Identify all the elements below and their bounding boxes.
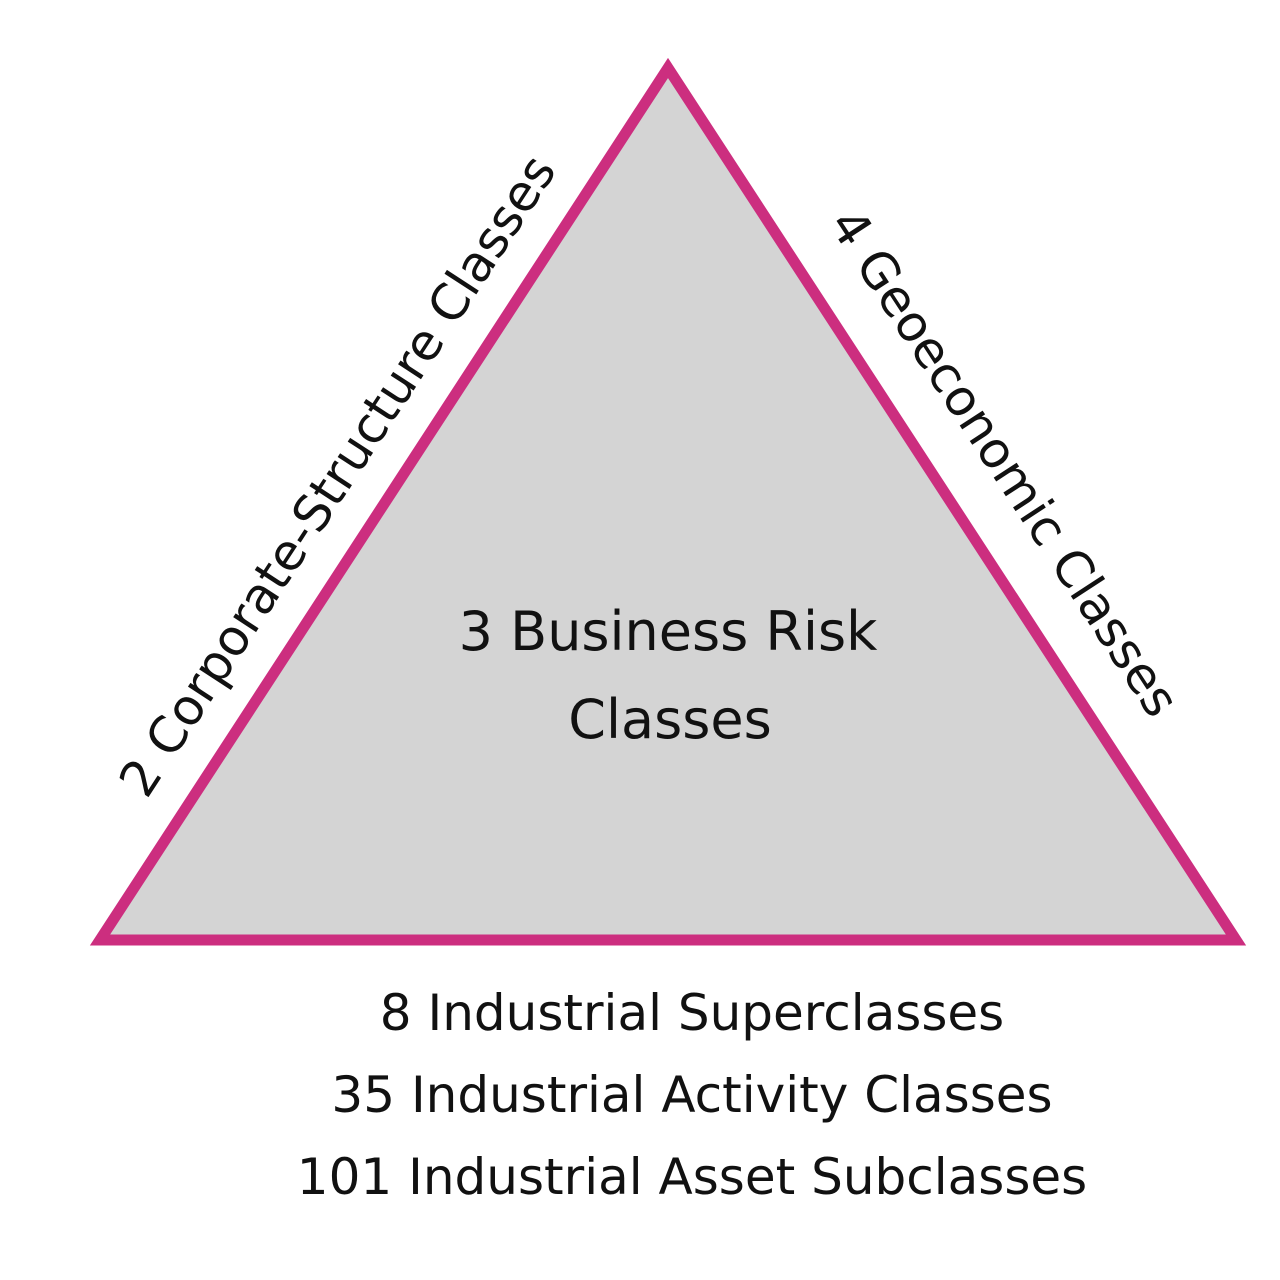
center-label-line-1: 3 Business Risk [459, 600, 878, 663]
center-label-line-2: Classes [568, 688, 771, 751]
bottom-label-activity-classes: 35 Industrial Activity Classes [331, 1066, 1052, 1124]
bottom-label-asset-subclasses: 101 Industrial Asset Subclasses [297, 1148, 1087, 1206]
classification-triangle [89, 57, 1247, 946]
bottom-label-superclasses: 8 Industrial Superclasses [380, 984, 1004, 1042]
